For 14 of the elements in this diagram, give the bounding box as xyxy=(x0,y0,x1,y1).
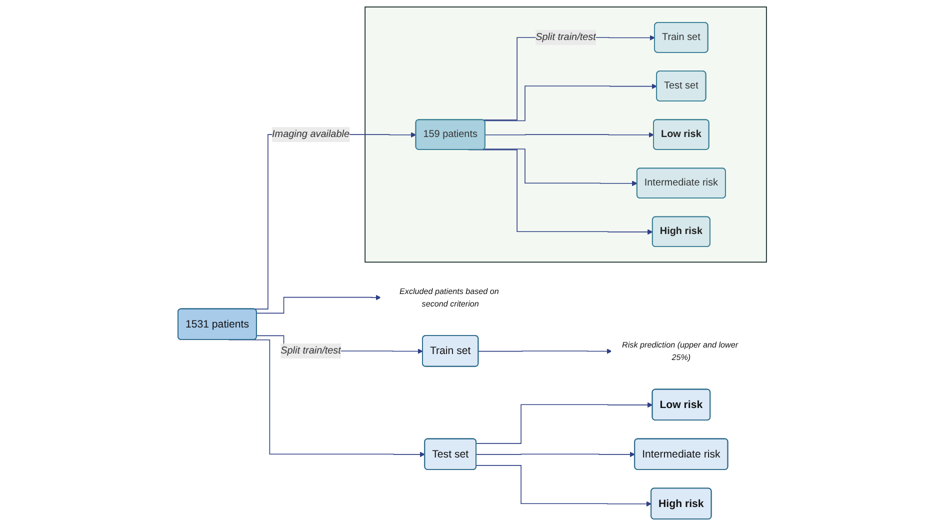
arrow xyxy=(476,452,635,458)
node-text: Risk prediction (upper and lower 25%) xyxy=(622,340,738,362)
edge-label: Split train/test xyxy=(280,345,341,356)
edge-label: Split train/test xyxy=(535,32,596,42)
arrow xyxy=(476,402,653,444)
arrow xyxy=(484,132,654,138)
arrow xyxy=(256,294,381,314)
arrow xyxy=(484,84,657,122)
cluster xyxy=(364,6,767,263)
node-text: Excluded patients based on second criterion xyxy=(399,286,499,308)
arrow xyxy=(484,148,638,186)
edge-label: Imaging available xyxy=(272,128,350,140)
arrow xyxy=(478,348,612,354)
arrow xyxy=(476,465,652,507)
